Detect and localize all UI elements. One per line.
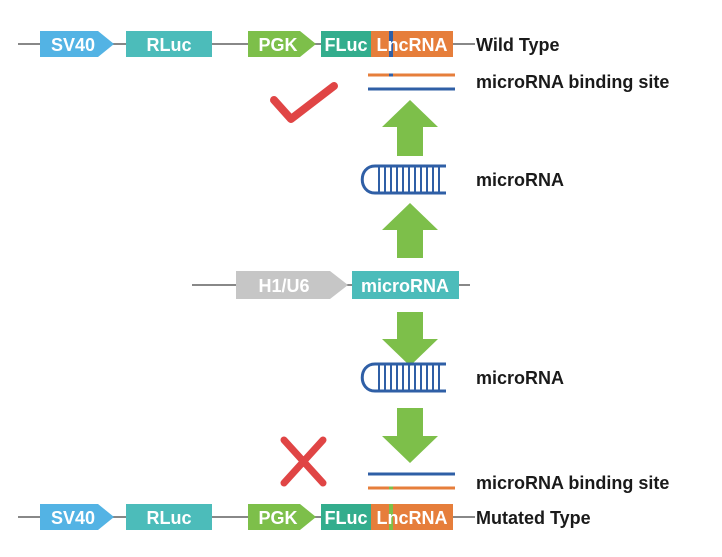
wild-pgk-promoter: PGK xyxy=(248,31,316,57)
wild-site-marker xyxy=(389,31,393,57)
wild-lncrna-label: LncRNA xyxy=(377,35,448,55)
upper-microrna-hairpin: microRNA xyxy=(360,164,564,195)
wild-rluc-gene: RLuc xyxy=(126,31,212,57)
mutated-pgk-label: PGK xyxy=(258,508,297,528)
lower-microrna-hairpin: microRNA xyxy=(360,362,564,393)
check-icon xyxy=(270,82,338,123)
wild-binding-site-label: microRNA binding site xyxy=(476,72,669,92)
mutated-rluc-label: RLuc xyxy=(147,508,192,528)
wild-sv40-promoter: SV40 xyxy=(40,31,114,57)
cross-icon xyxy=(280,436,327,487)
wild-type-construct: SV40 RLuc PGK FLuc LncRNA Wild Type xyxy=(18,31,560,57)
mutated-type-label: Mutated Type xyxy=(476,508,591,528)
wild-binding-site: microRNA binding site xyxy=(368,72,669,92)
wild-fluc-gene: FLuc xyxy=(321,31,371,57)
mutated-sv40-label: SV40 xyxy=(51,508,95,528)
mutated-lncrna-gene: LncRNA xyxy=(371,504,453,530)
wild-fluc-label: FLuc xyxy=(325,35,368,55)
lower-microrna-label: microRNA xyxy=(476,368,564,388)
up-arrow-lower xyxy=(382,203,438,258)
microrna-gene-label: microRNA xyxy=(361,276,449,296)
upper-microrna-label: microRNA xyxy=(476,170,564,190)
mutated-lncrna-label: LncRNA xyxy=(377,508,448,528)
mutated-binding-site: microRNA binding site xyxy=(368,472,669,493)
wild-rluc-label: RLuc xyxy=(147,35,192,55)
up-arrow-upper xyxy=(382,100,438,156)
down-arrow-lower xyxy=(382,408,438,463)
wild-pgk-label: PGK xyxy=(258,35,297,55)
expression-construct: H1/U6 microRNA xyxy=(192,271,470,299)
h1-u6-promoter: H1/U6 xyxy=(236,271,348,299)
mutated-sv40-promoter: SV40 xyxy=(40,504,114,530)
wild-sv40-label: SV40 xyxy=(51,35,95,55)
down-arrow-upper xyxy=(382,312,438,366)
mutated-binding-site-label: microRNA binding site xyxy=(476,473,669,493)
mutated-pgk-promoter: PGK xyxy=(248,504,316,530)
mutated-fluc-gene: FLuc xyxy=(321,504,371,530)
mutated-site-marker xyxy=(389,504,393,530)
mutated-type-construct: SV40 RLuc PGK FLuc LncRNA Mutated Type xyxy=(18,504,591,530)
h1-u6-label: H1/U6 xyxy=(258,276,309,296)
microrna-gene: microRNA xyxy=(352,271,459,299)
wild-lncrna-gene: LncRNA xyxy=(371,31,453,57)
mutated-rluc-gene: RLuc xyxy=(126,504,212,530)
mutated-fluc-label: FLuc xyxy=(325,508,368,528)
wild-type-label: Wild Type xyxy=(476,35,560,55)
